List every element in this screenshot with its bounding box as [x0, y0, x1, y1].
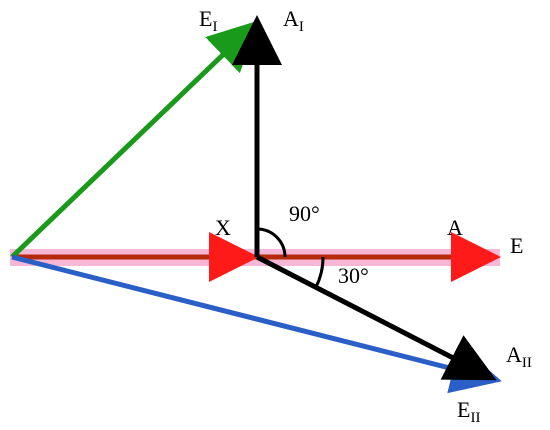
angle-arc-30	[314, 256, 325, 288]
vector-e1	[10, 20, 259, 259]
label-a2: AII	[506, 342, 532, 371]
label-x: X	[215, 215, 231, 240]
vector-a2	[255, 254, 497, 381]
label-angle-30: 30°	[338, 263, 369, 288]
label-a: A	[447, 215, 463, 240]
label-a1: AI	[283, 6, 304, 35]
label-e2: EII	[457, 397, 480, 426]
angle-arc-90	[256, 227, 287, 258]
vector-e2	[11, 254, 502, 394]
label-angle-90: 90°	[289, 201, 320, 226]
label-e: E	[510, 233, 523, 258]
label-e1: EI	[199, 6, 217, 35]
